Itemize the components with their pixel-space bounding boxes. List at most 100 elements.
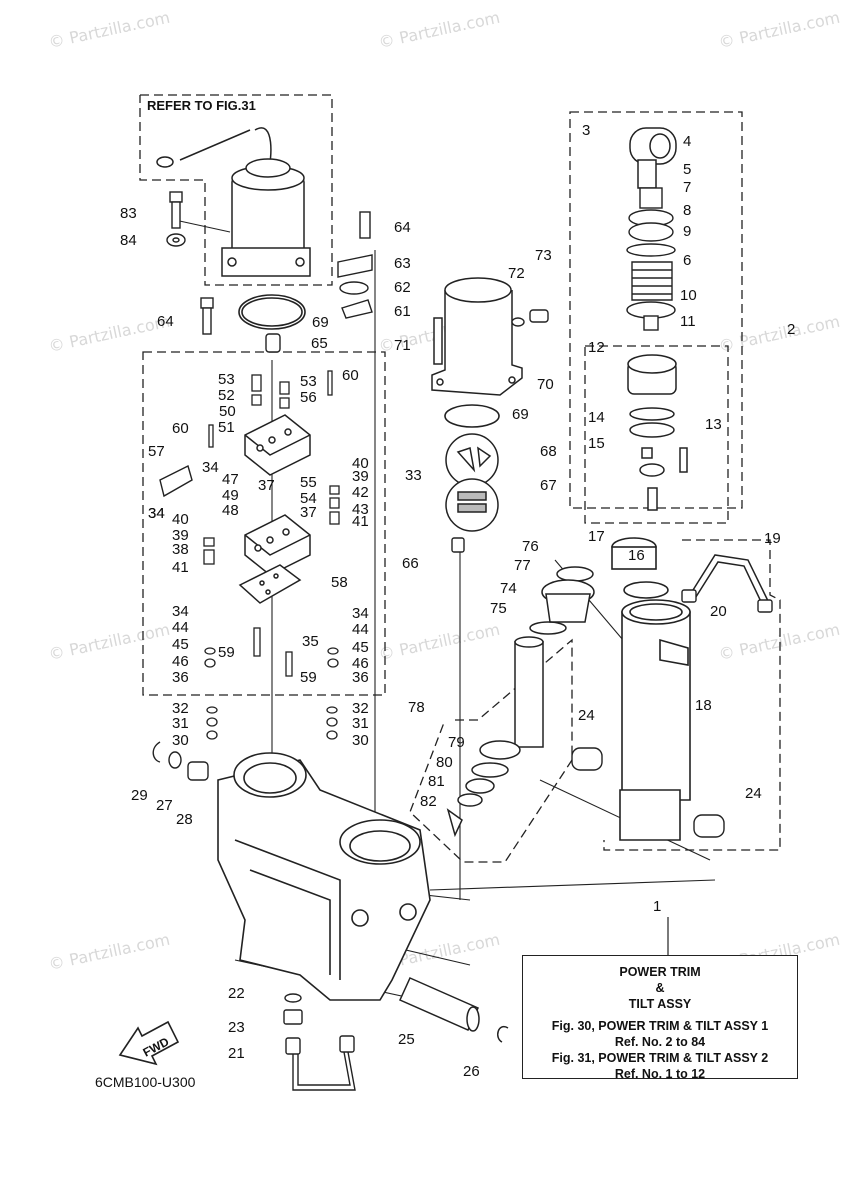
callout-11: 11 [680, 313, 696, 330]
callout-53: 53 [300, 373, 317, 390]
legend-ref1-line2: Ref. No. 2 to 84 [614, 1035, 706, 1049]
callout-81: 81 [428, 773, 445, 790]
o-ring-69-upper [238, 294, 306, 330]
callout-61: 61 [394, 303, 411, 320]
callout-45: 45 [172, 636, 189, 653]
tilt-piston-12 [627, 354, 688, 511]
callout-68: 68 [540, 443, 557, 460]
callout-76: 76 [522, 538, 539, 555]
callout-74: 74 [500, 580, 517, 597]
plug-72-73 [511, 309, 549, 327]
callout-22: 22 [228, 985, 245, 1002]
callout-73: 73 [535, 247, 552, 264]
callout-25: 25 [398, 1031, 415, 1048]
callout-34: 34 [172, 603, 189, 620]
swivel-bracket [217, 752, 431, 1001]
callout-34: 34 [202, 459, 219, 476]
callout-80: 80 [436, 754, 453, 771]
callout-43: 43 [352, 501, 369, 518]
legend-box: 1 POWER TRIM & TILT ASSY Fig. 30, POWER … [522, 898, 798, 1081]
outline-trim-piston-group [409, 638, 573, 863]
callout-37: 37 [258, 477, 275, 494]
callout-19: 19 [764, 530, 781, 547]
legend-title-line2: & [655, 981, 665, 995]
callout-layer: 2345678910111213141516171819202122232425… [120, 122, 795, 1080]
outline-motor-group [139, 94, 333, 286]
bushings-24 [571, 747, 725, 838]
callout-70: 70 [537, 376, 554, 393]
callout-14: 14 [588, 409, 605, 426]
callout-10: 10 [680, 287, 697, 304]
callout-40: 40 [172, 511, 189, 528]
callout-33: 33 [405, 467, 422, 484]
callout-35: 35 [302, 633, 319, 650]
callout-24: 24 [578, 707, 595, 724]
callout-20: 20 [710, 603, 727, 620]
callout-24: 24 [745, 785, 762, 802]
callout-72: 72 [508, 265, 525, 282]
callout-28: 28 [176, 811, 193, 828]
callout-60: 60 [172, 420, 189, 437]
fitting-20 [681, 589, 773, 613]
callout-36: 36 [172, 669, 189, 686]
callout-44: 44 [352, 621, 369, 638]
bolt-64-left [200, 297, 214, 335]
callout-45: 45 [352, 639, 369, 656]
callout-39: 39 [172, 527, 189, 544]
diagram-code: 6CMB100-U300 [95, 1074, 196, 1090]
callout-29: 29 [131, 787, 148, 804]
pipe-19 [687, 554, 771, 609]
callout-71: 71 [394, 337, 411, 354]
callout-6: 6 [683, 252, 691, 269]
fittings-21-23 [283, 993, 356, 1091]
callout-39: 39 [352, 468, 369, 485]
callout-62: 62 [394, 279, 411, 296]
callout-79: 79 [448, 734, 465, 751]
callout-46: 46 [352, 655, 369, 672]
group-outlines [139, 94, 781, 863]
callout-63: 63 [394, 255, 411, 272]
filter-68 [445, 433, 499, 487]
callout-40: 40 [352, 455, 369, 472]
callout-42: 42 [352, 484, 369, 501]
callout-13: 13 [705, 416, 722, 433]
watermark-text: © Partzilla.com [47, 312, 172, 356]
callout-65: 65 [311, 335, 328, 352]
filter-67 [445, 478, 499, 532]
callout-32: 32 [172, 700, 189, 717]
callout-64: 64 [157, 313, 174, 330]
callout-78: 78 [408, 699, 425, 716]
outline-lower-cylinder-group [603, 539, 781, 851]
callout-37: 37 [300, 504, 317, 521]
callout-30: 30 [172, 732, 189, 749]
callout-57: 57 [148, 443, 165, 460]
valve-body-lower [244, 514, 311, 576]
plug-66 [451, 537, 465, 553]
callout-41: 41 [172, 559, 189, 576]
valve-body-upper [244, 414, 311, 476]
callout-31: 31 [352, 715, 369, 732]
fwd-arrow-icon: FWD [118, 1020, 180, 1066]
trim-motor [156, 127, 311, 277]
callout-69: 69 [312, 314, 329, 331]
callout-34: 34 [148, 505, 165, 522]
callout-51: 51 [218, 419, 235, 436]
legend-title-line1: POWER TRIM [619, 965, 701, 979]
legend-ref2-line2: Ref. No. 1 to 12 [614, 1067, 706, 1081]
callout-69: 69 [512, 406, 529, 423]
callout-46: 46 [172, 653, 189, 670]
callout-7: 7 [683, 179, 691, 196]
outline-valve-group [142, 351, 386, 696]
callout-17: 17 [588, 528, 605, 545]
cylinder-18 [611, 537, 691, 841]
outline-tilt-cylinder-group [569, 111, 743, 509]
washer-84 [166, 233, 186, 247]
o-ring-69-lower [444, 404, 500, 428]
watermark-text: © Partzilla.com [717, 8, 842, 52]
watermark-text: © Partzilla.com [377, 8, 502, 52]
legend-ref1-line1: Fig. 30, POWER TRIM & TILT ASSY 1 [551, 1019, 769, 1033]
callout-36: 36 [352, 669, 369, 686]
bracket-57 [159, 464, 193, 498]
callout-9: 9 [683, 223, 691, 240]
callout-15: 15 [588, 435, 605, 452]
